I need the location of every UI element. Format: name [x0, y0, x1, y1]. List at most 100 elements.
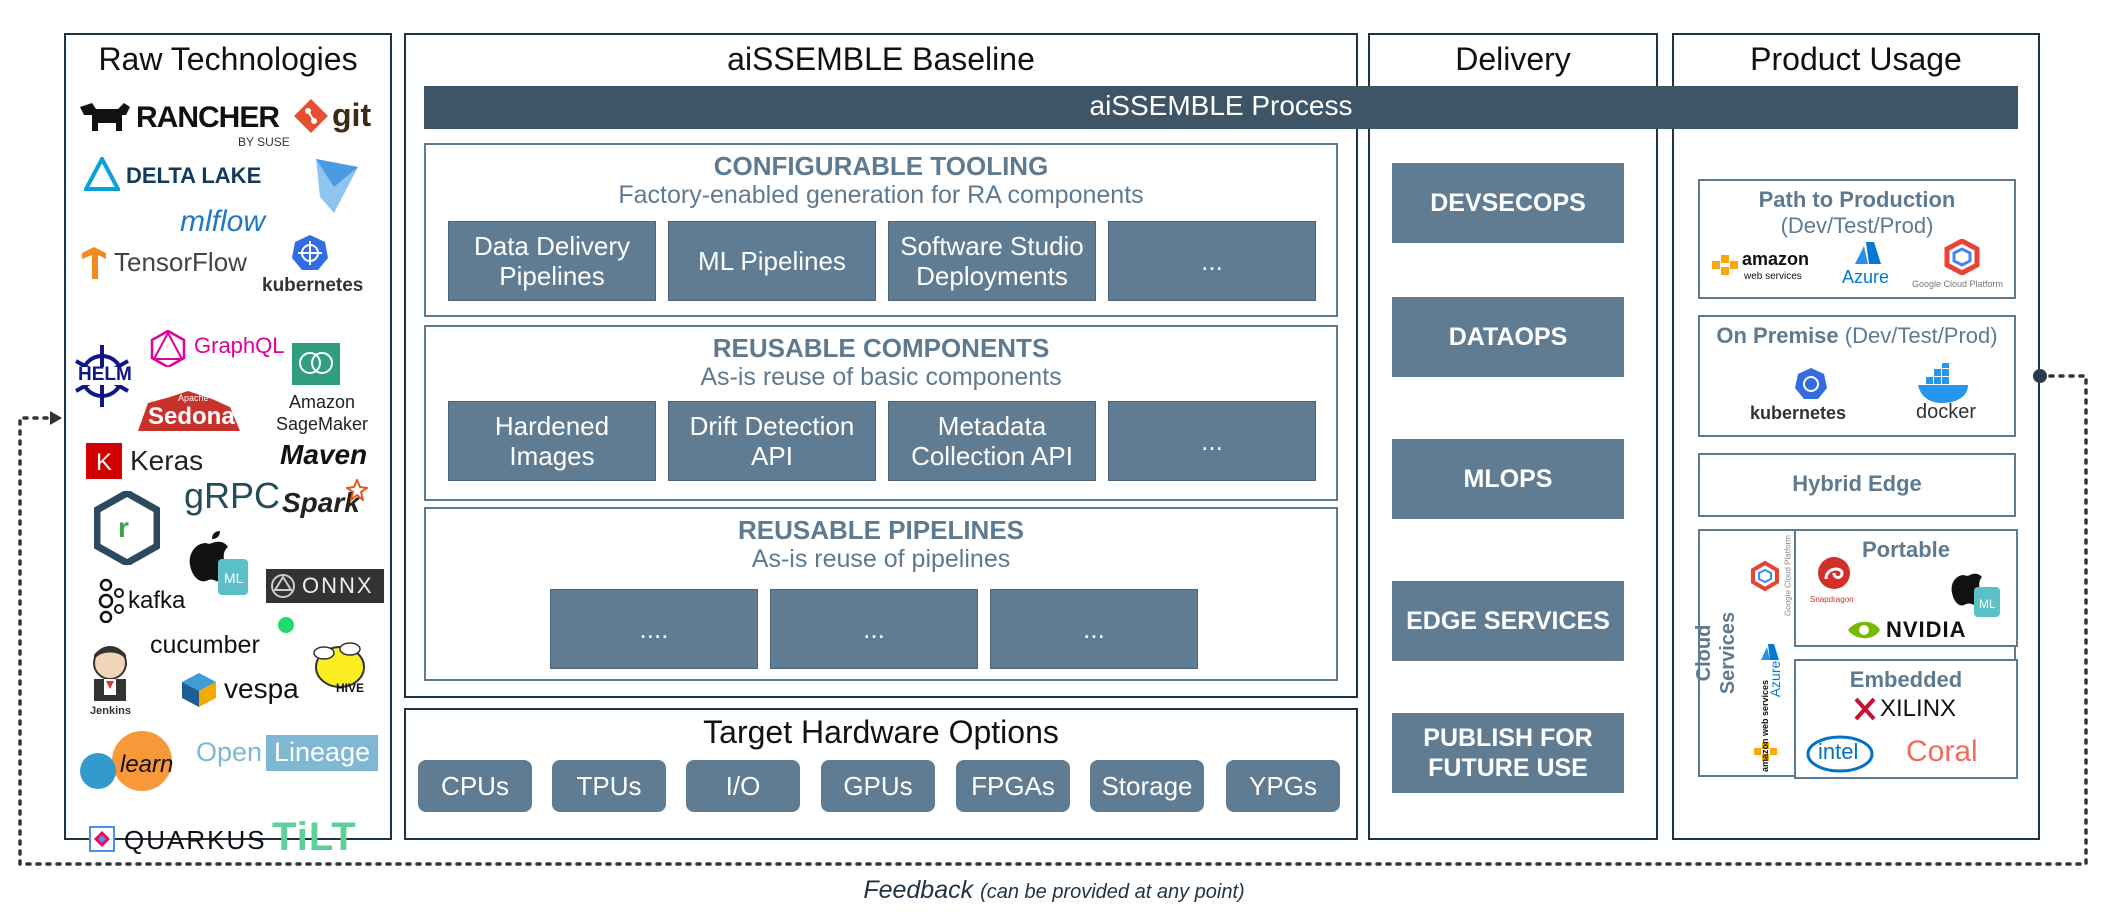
onprem-kubernetes-text: kubernetes [1750, 403, 1847, 423]
docker-whale-icon [1918, 363, 1968, 403]
rancher-logo: RANCHER BY SUSE [78, 99, 290, 149]
tile-ml-pipelines: ML Pipelines [668, 221, 876, 301]
docker-text: docker [1916, 401, 1977, 423]
kafka-logo: kafka [94, 577, 185, 628]
maven-text: Maven [280, 439, 368, 470]
reusable-components-subtitle: As-is reuse of basic components [700, 363, 1062, 391]
hive-logo: HIVE [310, 639, 372, 700]
quarkus-icon [89, 826, 115, 852]
vespa-text: vespa [224, 673, 299, 704]
baseline-title: aiSSEMBLE Baseline [727, 41, 1035, 77]
onnx-text: ONNX [302, 573, 374, 598]
docker-logo: docker [1912, 363, 1982, 427]
blue-shape-icon [316, 159, 358, 213]
hw-storage: Storage [1090, 760, 1204, 812]
sedona-logo: Apache Sedona [134, 387, 244, 438]
onnx-logo: ONNX [266, 569, 384, 603]
rancher-text: RANCHER [136, 101, 280, 134]
on-premise-subtitle: (Dev/Test/Prod) [1844, 323, 1998, 348]
azure-icon [1855, 242, 1881, 264]
product-usage-title: Product Usage [1750, 41, 1962, 77]
embedded-box: Embedded XILINX intel Coral [1794, 659, 2018, 779]
gcp-logo: Google Cloud Platform [1912, 239, 2012, 295]
jenkins-butler-icon [93, 646, 127, 701]
on-premise-heading: On Premise (Dev/Test/Prod) [1700, 323, 2014, 349]
kubernetes-wheel-icon [292, 235, 328, 270]
reusable-components-section: REUSABLE COMPONENTS As-is reuse of basic… [424, 325, 1338, 501]
cloud-services-label: Cloud Services [1693, 611, 1739, 695]
scikit-learn-logo: learn [78, 731, 178, 798]
configurable-tooling-subtitle: Factory-enabled generation for RA compon… [618, 181, 1144, 209]
process-bar-label: aiSSEMBLE Process [1089, 90, 1353, 121]
svg-text:K: K [96, 449, 112, 476]
edge-devices-box: Cloud Services Google Cloud Platform Azu… [1693, 529, 2018, 779]
keras-logo: K Keras [86, 443, 203, 484]
on-premise-box: On Premise (Dev/Test/Prod) kubernetes do… [1698, 315, 2016, 437]
tile-metadata-collection-api: Metadata Collection API [888, 401, 1096, 481]
grpc-logo: gRPC [184, 475, 280, 517]
spark-logo: Spark [282, 479, 368, 519]
snapdragon-logo: Snapdragon [1810, 553, 1860, 609]
apple-coreml-icon: ML [189, 531, 248, 595]
nvidia-logo: NVIDIA [1846, 617, 1986, 645]
maven-logo: Maven [280, 439, 367, 471]
kubernetes-text: kubernetes [262, 275, 364, 296]
sedona-text: Sedona [148, 403, 235, 430]
intel-logo: intel [1804, 733, 1884, 775]
cloud-aws-text: amazon web services [1760, 679, 1770, 773]
grpc-text: gRPC [184, 475, 281, 516]
hybrid-edge-box: Hybrid Edge [1698, 453, 2016, 517]
jenkins-text: Jenkins [90, 705, 131, 717]
reusable-pipelines-section: REUSABLE PIPELINES As-is reuse of pipeli… [424, 507, 1338, 681]
hw-fpgas: FPGAs [956, 760, 1070, 812]
intel-text: intel [1818, 739, 1859, 764]
hw-tpus: TPUs [552, 760, 666, 812]
apple-ml-logo: ML [182, 529, 252, 606]
azure-text: Azure [1842, 267, 1890, 287]
delivery-publish-future-use: PUBLISH FOR FUTURE USE [1392, 713, 1624, 793]
path-to-production-subtitle: (Dev/Test/Prod) [1780, 213, 1934, 238]
baseline-panel: aiSSEMBLE Baseline CONFIGURABLE TOOLING … [404, 33, 1358, 698]
aws-subtext: web services [1744, 271, 1802, 282]
openlineage-lineage-text: Lineage [274, 737, 371, 767]
gcp-text: Google Cloud Platform [1912, 279, 2004, 289]
delivery-mlops: MLOPS [1392, 439, 1624, 519]
sagemaker-brain-icon [292, 343, 340, 385]
aws-logo: amazon web services [1710, 249, 1820, 289]
quarkus-logo: QUARKUS [88, 825, 265, 858]
graphql-logo: GraphQL [150, 329, 285, 372]
feedback-note: (can be provided at any point) [980, 881, 1245, 903]
onprem-kubernetes-logo: kubernetes [1750, 367, 1870, 427]
delta-lake-logo: DELTA LAKE [82, 154, 261, 198]
nvidia-text: NVIDIA [1886, 617, 1967, 642]
vespa-logo: vespa [180, 671, 299, 714]
cloud-gcp-icon [1751, 561, 1779, 591]
embedded-title: Embedded [1849, 667, 1963, 692]
xilinx-text: XILINX [1880, 695, 1957, 722]
delta-lake-text: DELTA LAKE [126, 163, 262, 188]
git-diamond-icon [294, 99, 328, 133]
coral-text: Coral [1906, 735, 1978, 768]
tensorflow-logo: TensorFlow [78, 245, 247, 286]
tile-pipeline-3: ... [990, 589, 1198, 669]
reusable-components-title: REUSABLE COMPONENTS [712, 333, 1050, 363]
raw-technologies-panel: Raw Technologies RANCHER BY SUSE git DEL… [64, 33, 392, 859]
helm-text: HELM [78, 364, 132, 385]
keras-icon: K [86, 443, 122, 479]
mlflow-logo: mlflow [180, 205, 265, 239]
tile-components-more: ... [1108, 401, 1316, 481]
configurable-tooling-section: CONFIGURABLE TOOLING Factory-enabled gen… [424, 143, 1338, 317]
svg-text:r: r [118, 512, 129, 543]
delivery-title: Delivery [1455, 41, 1571, 77]
azure-logo: Azure [1840, 241, 1900, 295]
rancher-cow-icon [80, 103, 130, 131]
sedona-small-text: Apache [178, 393, 209, 403]
git-logo: git [292, 97, 371, 140]
path-to-production-title: Path to Production [1758, 187, 1956, 212]
delivery-devsecops: DEVSECOPS [1392, 163, 1624, 243]
graphql-text: GraphQL [194, 333, 285, 358]
kafka-text: kafka [128, 587, 186, 614]
feedback-label: Feedback [863, 876, 974, 904]
onprem-kubernetes-icon [1795, 368, 1827, 399]
product-usage-panel: Product Usage Path to Production (Dev/Te… [1672, 33, 2040, 840]
